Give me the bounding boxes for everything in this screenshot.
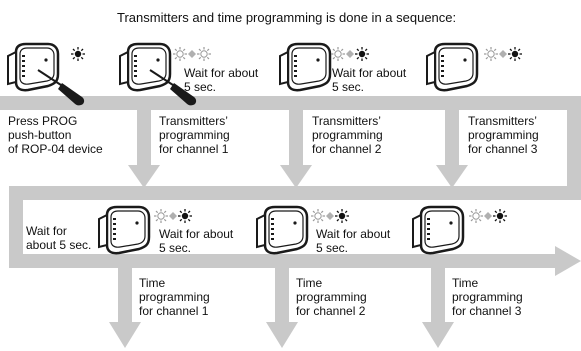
start-label: Press PROG push-button of ROP-04 device — [8, 114, 103, 156]
top-flow-arrow — [0, 96, 581, 200]
device-icon — [278, 42, 332, 92]
wait-label-bottom-2: Wait for about 5 sec. — [316, 227, 391, 255]
device-icon — [255, 205, 309, 255]
down-arrow-top-1 — [128, 110, 160, 188]
led-flash-icon — [153, 208, 193, 224]
time-label-3: Time programming for channel 3 — [452, 276, 523, 318]
device-icon — [97, 205, 151, 255]
time-label-1: Time programming for channel 1 — [139, 276, 210, 318]
led-flash-icon — [483, 46, 523, 62]
transmitters-label-1: Transmitters’ programming for channel 1 — [159, 114, 230, 156]
wait-label-top-1: Wait for about 5 sec. — [184, 66, 259, 94]
device-icon — [411, 205, 465, 255]
led-flash-icon — [310, 208, 350, 224]
wait-label-bottom-1: Wait for about 5 sec. — [159, 227, 234, 255]
device-icon — [118, 42, 172, 92]
diagram-title: Transmitters and time programming is don… — [117, 10, 457, 25]
down-arrow-top-2 — [280, 110, 312, 188]
led-flash-icon — [70, 46, 86, 62]
led-flash-icon — [468, 208, 508, 224]
device-icon — [425, 42, 479, 92]
transmitters-label-3: Transmitters’ programming for channel 3 — [468, 114, 539, 156]
down-arrow-bottom-3 — [422, 268, 454, 348]
wait-label-top-2: Wait for about 5 sec. — [332, 66, 407, 94]
down-arrow-bottom-1 — [109, 268, 141, 348]
led-flash-icon — [330, 46, 370, 62]
led-flash-icon — [172, 46, 212, 62]
transmitters-label-2: Transmitters’ programming for channel 2 — [312, 114, 383, 156]
down-arrow-bottom-2 — [266, 268, 298, 348]
device-icon — [6, 42, 60, 92]
time-label-2: Time programming for channel 2 — [296, 276, 367, 318]
bottom-flow-arrow — [9, 186, 581, 276]
wait-label-bottom-start: Wait for about 5 sec. — [26, 224, 92, 252]
down-arrow-top-3 — [436, 110, 468, 188]
